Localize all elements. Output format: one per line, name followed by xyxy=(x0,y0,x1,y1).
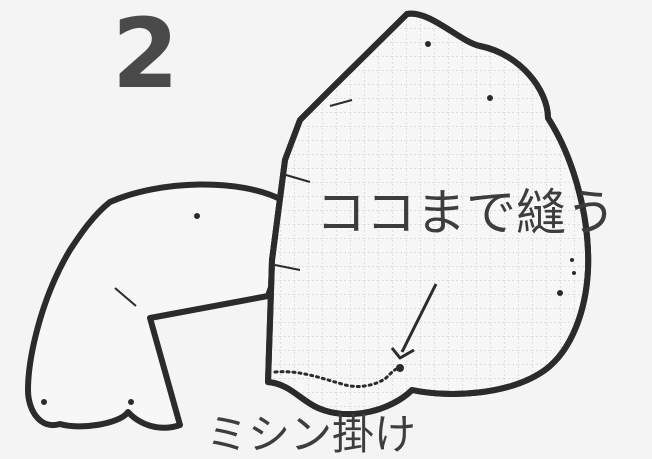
marker-dot xyxy=(487,95,493,101)
notch-mark xyxy=(114,287,137,307)
stitch-line xyxy=(273,366,402,388)
marker-dot xyxy=(41,399,47,405)
arrow-down-left-icon xyxy=(390,283,438,360)
diagram-canvas xyxy=(25,10,592,431)
notch-mark xyxy=(329,99,353,107)
marker-dot xyxy=(570,258,574,262)
marker-dot xyxy=(557,290,563,296)
notch-mark xyxy=(285,174,311,183)
notch-mark xyxy=(274,264,301,271)
marker-dot xyxy=(425,41,431,47)
machine-stitch-label: ミシン掛け xyxy=(206,410,417,459)
step-number: 2 xyxy=(112,0,179,110)
right-pattern-outline xyxy=(265,10,592,418)
marker-dot xyxy=(128,399,134,405)
sew-to-here-label: ココまで縫う xyxy=(316,184,616,242)
marker-dot xyxy=(572,271,576,275)
stitch-end-dot xyxy=(396,364,404,372)
left-pattern-piece xyxy=(25,181,296,431)
marker-dot xyxy=(194,213,200,219)
